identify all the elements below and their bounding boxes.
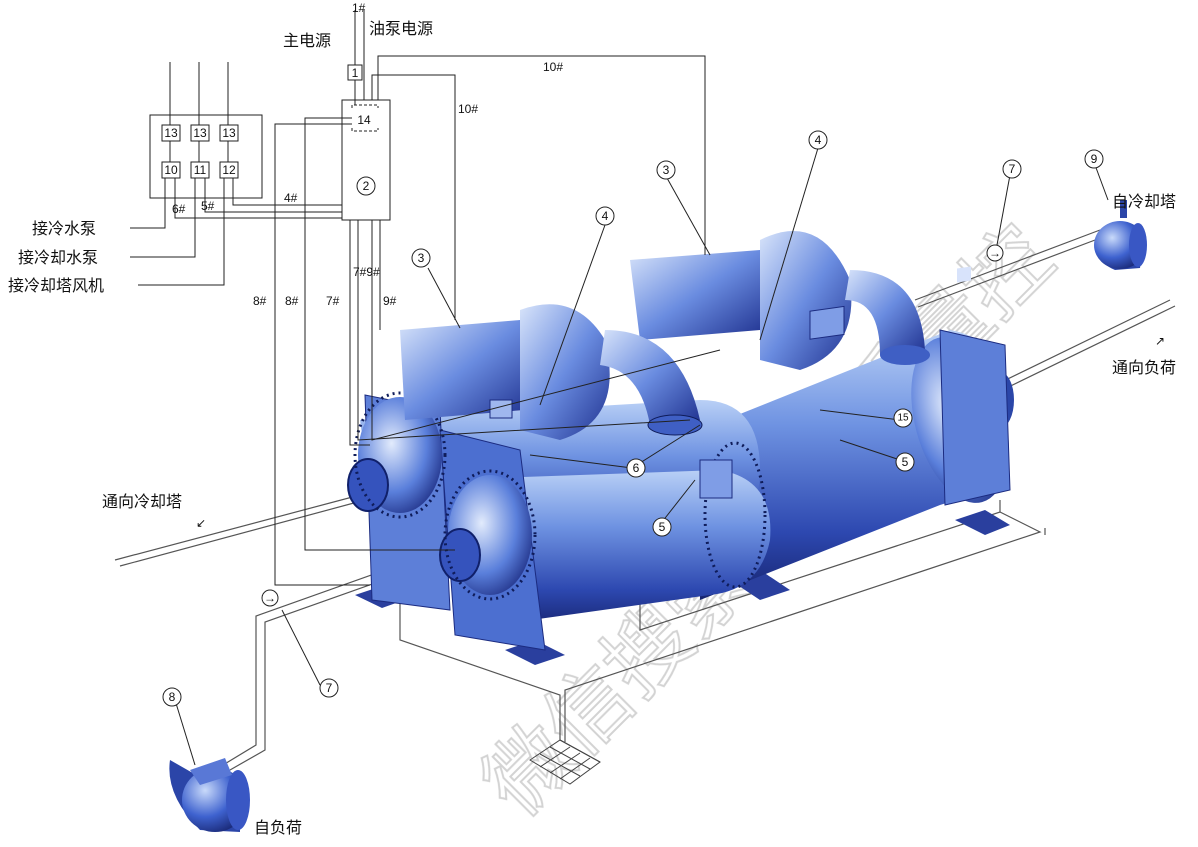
callout-8: 8 [162,687,182,707]
from-cooling-tower-label: 自冷却塔 [1112,192,1176,211]
pump-from-cooling-tower [1094,200,1147,270]
svg-text:4: 4 [602,209,609,223]
wire-tag-7: 7# [326,294,340,308]
to-load-label: 通向负荷 [1112,358,1176,377]
callout-6: 6 [626,458,646,478]
svg-text:7: 7 [326,681,333,695]
wire-tag-1: 1# [352,1,366,15]
callout-2: 2 [356,176,376,196]
svg-text:2: 2 [363,179,370,193]
pump-from-load [169,758,250,832]
chiller-control-panel: 14 1 [274,10,721,586]
box-13-c: 13 [222,126,236,140]
text-labels: 主电源 油泵电源 接冷水泵 接冷却水泵 接冷却塔风机 通向冷却塔 自冷却塔 通向… [8,19,1176,837]
svg-text:→: → [989,246,1001,260]
svg-text:7: 7 [1009,162,1016,176]
wire-tag-10-side: 10# [458,102,478,116]
to-cooling-tower-label: 通向冷却塔 [102,492,182,511]
svg-text:4: 4 [815,133,822,147]
wire-tag-79: 7#9# [353,265,380,279]
cooling-tower-fan-label: 接冷却塔风机 [8,276,104,295]
wire-tag-4: 4# [284,191,298,205]
svg-text:8: 8 [169,690,176,704]
oil-pump-power-label: 油泵电源 [369,19,433,38]
svg-text:5: 5 [659,520,666,534]
svg-text:9: 9 [1091,152,1098,166]
callout-7-right: 7 [1002,159,1022,179]
box-10: 10 [164,163,178,177]
callout-7-left: 7 [319,678,339,698]
callout-3-rear: 3 [656,160,676,180]
wire-tag-9: 9# [383,294,397,308]
callout-5-rear: 5 [895,452,915,472]
grounding-grid [529,739,601,785]
box-11: 11 [194,163,207,177]
flow-arrow-left: → [261,589,279,607]
wire-tag-8-b: 8# [285,294,299,308]
chiller-unit-rear [630,231,1014,600]
svg-text:→: → [264,591,276,605]
chilled-water-pump-label: 接冷水泵 [32,219,96,238]
svg-text:15: 15 [897,413,909,424]
callouts: 2 3 3 4 4 5 5 6 7 7 8 9 15 [162,130,1104,707]
box-13-b: 13 [193,126,207,140]
wire-tag-8-a: 8# [253,294,267,308]
callout-15: 15 [893,408,913,428]
callout-leaders [174,147,1109,766]
svg-text:3: 3 [418,251,425,265]
callout-5-front: 5 [652,517,672,537]
box-13-a: 13 [164,126,178,140]
callout-9: 9 [1084,149,1104,169]
callout-4-front: 4 [595,206,615,226]
cooling-water-pump-label: 接冷却水泵 [18,248,98,267]
box-1: 1 [352,66,359,80]
main-power-label: 主电源 [283,31,331,50]
svg-text:6: 6 [633,461,640,475]
callout-4-rear: 4 [808,130,828,150]
to-cooling-tower-arrow: ↙ [196,516,206,530]
starter-panel-group: 13 13 13 10 11 12 [130,62,342,286]
pump-starter-panel [149,114,263,199]
wire-tag-6: 6# [172,202,186,216]
to-load-arrow: ↗ [1155,334,1165,348]
svg-text:3: 3 [663,163,670,177]
svg-text:5: 5 [902,455,909,469]
wire-tag-5: 5# [201,199,215,213]
wire-tags: 1# 10# 10# 4# 5# 6# 7#9# 8# 8# 7# 9# [172,1,563,308]
flow-arrow-right: → [986,244,1004,262]
callout-3-front: 3 [411,248,431,268]
from-load-label: 自负荷 [254,818,302,837]
wire-tag-10-top: 10# [543,60,563,74]
floor-piping [114,229,1176,785]
box-12: 12 [222,163,236,177]
box-14: 14 [357,113,371,127]
